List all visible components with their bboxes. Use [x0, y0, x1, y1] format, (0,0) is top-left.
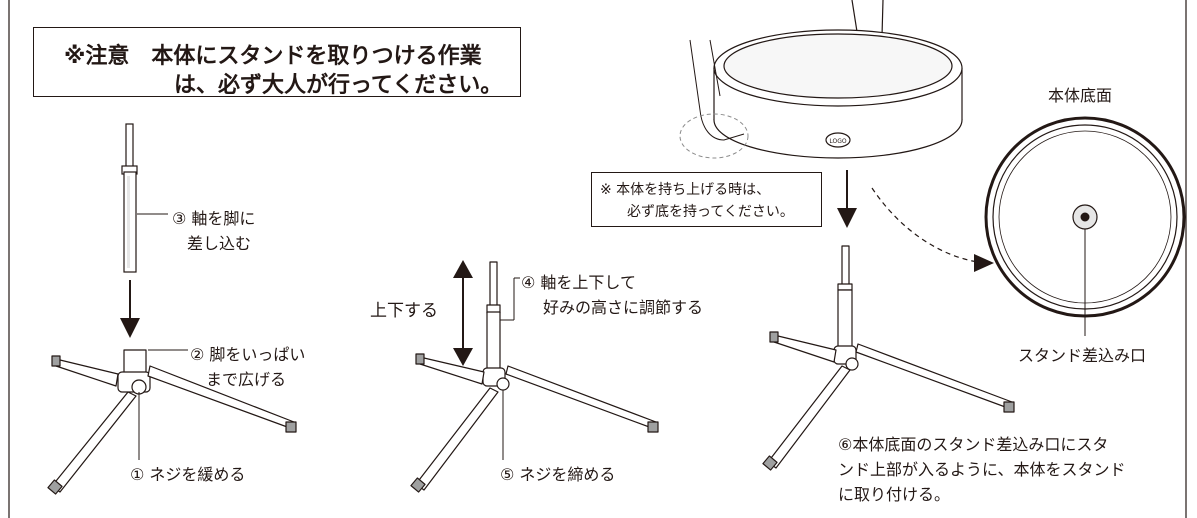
- shaft-illustration: [121, 123, 138, 273]
- step2-label-line1: ② 脚をいっぱい: [190, 345, 306, 364]
- warning-main: 本体にスタンドを取りつける作業: [151, 44, 482, 69]
- stand-3-illustration: [762, 245, 1015, 471]
- lift-note-line1: ※ 本体を持ち上げる時は、: [600, 182, 771, 198]
- step3-label-line2: 差し込む: [187, 234, 252, 253]
- step6-label-line1: ⑥本体底面のスタンド差込み口にスタ: [838, 435, 1109, 454]
- step4-label-line2: 好みの高さに調節する: [543, 298, 704, 317]
- lift-note-box: ※ 本体を持ち上げる時は、 必ず底を持ってください。: [591, 172, 822, 227]
- lift-note-line2: 必ず底を持ってください。: [627, 204, 794, 220]
- updown-label: 上下する: [370, 301, 438, 321]
- warning-line-2: は、必ず大人が行ってください。: [174, 73, 503, 98]
- stand-1-illustration: [47, 349, 297, 495]
- warning-box: ※注意本体にスタンドを取りつける作業 は、必ず大人が行ってください。: [33, 27, 521, 98]
- stand-2-illustration: [410, 261, 659, 493]
- warning-prefix: ※注意: [64, 44, 130, 69]
- socket-label: スタンド差込み口: [1018, 346, 1147, 365]
- step6-label-line3: に取り付ける。: [838, 485, 951, 504]
- step3-label-line1: ③ 軸を脚に: [172, 209, 256, 228]
- warning-line-1: ※注意本体にスタンドを取りつける作業: [64, 38, 482, 70]
- step5-label: ⑤ ネジを締める: [500, 465, 616, 484]
- step6-label-line2: ンド上部が入るように、本体をスタンド: [838, 460, 1126, 479]
- bottom-view-title: 本体底面: [1048, 86, 1113, 105]
- svg-text:LOGO: LOGO: [829, 138, 847, 145]
- step2-label-line2: まで広げる: [206, 370, 287, 389]
- step4-label-line1: ④ 軸を上下して: [521, 273, 636, 292]
- step1-label: ① ネジを緩める: [130, 465, 246, 484]
- drum-illustration: LOGO: [713, 0, 963, 159]
